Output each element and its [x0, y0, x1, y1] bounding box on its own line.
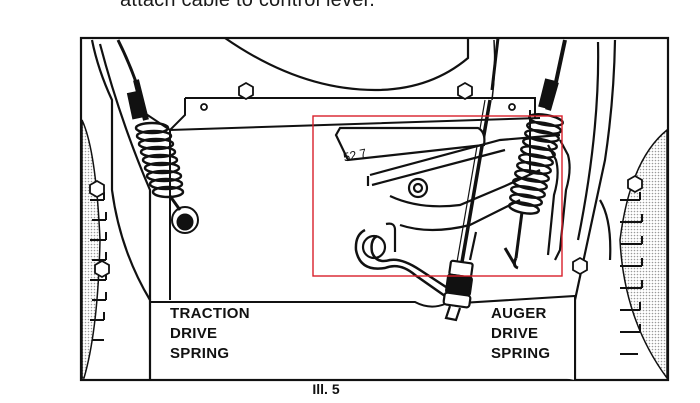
top-caption: attach cable to control lever. [120, 0, 376, 11]
auger-drive-spring-label: AUGER DRIVE SPRING [491, 304, 550, 364]
traction-drive-spring-label: TRACTION DRIVE SPRING [170, 304, 250, 364]
traction-drive-spring [116, 39, 199, 234]
right-tire-tread [619, 128, 668, 381]
left-tire-tread [81, 119, 107, 379]
figure-frame [79, 36, 670, 382]
auger-label-line-2: DRIVE [491, 325, 539, 342]
auger-label-line-1: AUGER [491, 305, 547, 322]
svg-text:52 7: 52 7 [342, 146, 368, 165]
auger-drive-spring [507, 39, 567, 270]
left-housing [90, 39, 152, 380]
top-cover [224, 37, 470, 92]
traction-label-line-1: TRACTION [170, 305, 250, 322]
traction-label-line-2: DRIVE [170, 325, 218, 342]
bolt-hex-icons [89, 81, 643, 279]
right-housing [573, 39, 617, 380]
figure-number-row: Ill. 5 [0, 381, 700, 397]
control-lever: 52 7 [334, 126, 571, 298]
figure-number: Ill. 5 [312, 381, 340, 397]
highlight-box [312, 115, 563, 277]
auger-label-line-3: SPRING [491, 345, 551, 362]
control-cable [456, 37, 500, 263]
traction-label-line-3: SPRING [170, 345, 230, 362]
